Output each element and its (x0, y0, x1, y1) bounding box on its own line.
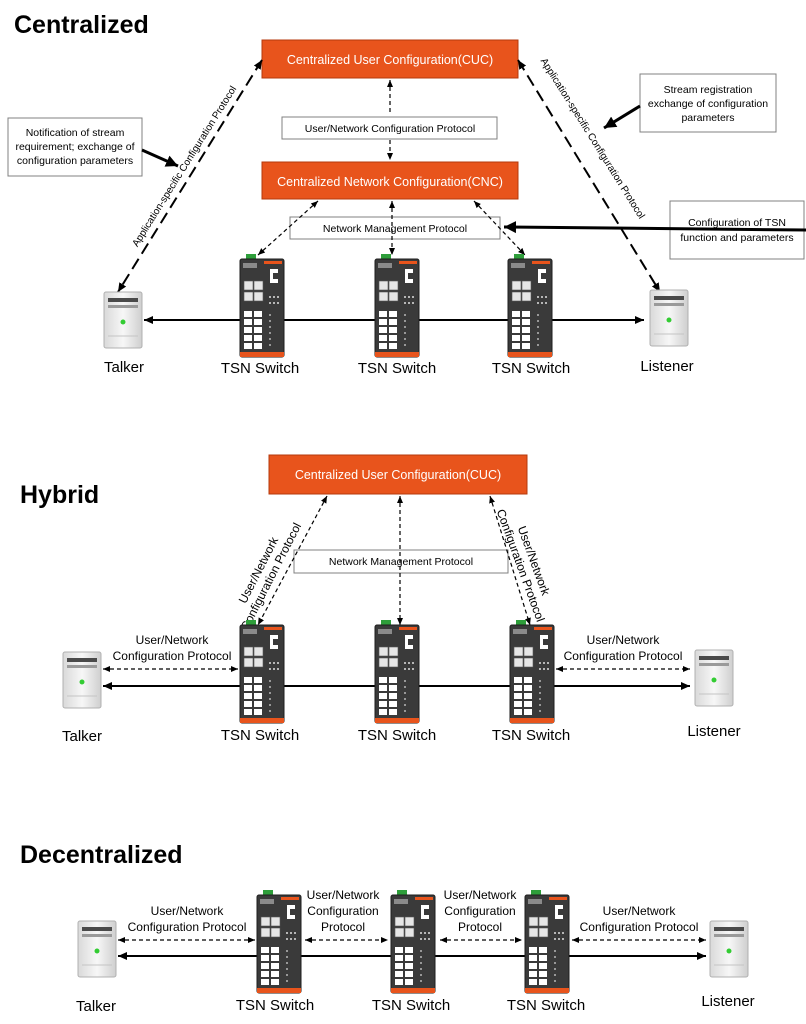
cnc-label: Centralized Network Configuration(CNC) (277, 175, 503, 189)
hybrid-switch-label-2: TSN Switch (358, 727, 436, 744)
note-tsn-line-1: Configuration of TSN (688, 217, 786, 229)
note-stream-registration: Stream registration exchange of configur… (639, 73, 777, 133)
centralized-tsn-switch-icon-1 (239, 253, 285, 358)
unc-protocol-box: User/Network Configuration Protocol (281, 116, 498, 140)
right-app-protocol-label: Application-specific Configuration Proto… (538, 56, 647, 221)
hybrid-listener-server-icon (694, 649, 734, 707)
dec-listener-server-icon (709, 920, 749, 978)
dec-tsn-switch-icon-2 (390, 889, 436, 994)
hybrid-cuc-label: Centralized User Configuration(CUC) (295, 468, 501, 482)
dec-link1-line-1: User/Network (151, 904, 225, 918)
dec-link4-line-1: User/Network (603, 904, 677, 918)
nmp-label: Network Management Protocol (323, 223, 467, 235)
dec-link1-line-2: Configuration Protocol (128, 920, 247, 934)
hybrid-talker-server-icon (62, 651, 102, 709)
dec-tsn-switch-icon-1 (256, 889, 302, 994)
hybrid-link-right-line-1: User/Network (587, 633, 661, 647)
hybrid-switch-label-1: TSN Switch (221, 727, 299, 744)
hybrid-cuc-switch3-dashed-arrow (489, 495, 531, 626)
centralized-switch-label-1: TSN Switch (221, 360, 299, 377)
centralized-talker-label: Talker (104, 359, 144, 376)
centralized-switch-label-3: TSN Switch (492, 360, 570, 377)
hybrid-section: Hybrid Centralized User Configuration(CU… (20, 454, 741, 745)
hybrid-link-left-line-1: User/Network (136, 633, 210, 647)
note-left-line-2: requirement; exchange of (15, 141, 134, 153)
note-left-line-3: configuration parameters (17, 155, 133, 167)
cuc-box: Centralized User Configuration(CUC) (261, 39, 519, 79)
hybrid-tsn-switch-icon-3 (509, 619, 555, 724)
centralized-tsn-switch-icon-2 (374, 253, 420, 358)
note-stream-requirement: Notification of stream requirement; exch… (7, 117, 143, 177)
left-app-protocol-label: Application-specific Configuration Proto… (131, 84, 240, 249)
dec-link2-line-2: Configuration (307, 904, 378, 918)
centralized-listener-server-icon (649, 289, 689, 347)
dec-link2-line-3: Protocol (321, 920, 365, 934)
note-tsn-pointer-arrow (503, 221, 806, 234)
note-left-pointer-arrow (141, 148, 179, 168)
dec-link4-line-2: Configuration Protocol (580, 920, 699, 934)
dec-switch-label-2: TSN Switch (372, 997, 450, 1014)
unc-protocol-label: User/Network Configuration Protocol (305, 123, 475, 135)
hybrid-nmp-box: Network Management Protocol (293, 549, 509, 574)
hybrid-switch-label-3: TSN Switch (492, 727, 570, 744)
cuc-label: Centralized User Configuration(CUC) (287, 53, 493, 67)
hybrid-left-diag-label: User/Network Configuration Protocol (236, 520, 304, 632)
dec-link3-line-1: User/Network (444, 888, 518, 902)
hybrid-talker-label: Talker (62, 728, 102, 745)
decentralized-section: Decentralized User/Network Configuration… (20, 841, 755, 1015)
centralized-tsn-switch-icon-3 (507, 253, 553, 358)
hybrid-cuc-switch1-dashed-arrow (257, 495, 328, 626)
dec-switch-label-1: TSN Switch (236, 997, 314, 1014)
cuc-talker-dashed-arrow (117, 59, 263, 293)
hybrid-link-right-line-2: Configuration Protocol (564, 649, 683, 663)
dec-link3-line-3: Protocol (458, 920, 502, 934)
centralized-listener-label: Listener (640, 358, 693, 375)
dec-link2-line-1: User/Network (307, 888, 381, 902)
note-left-line-1: Notification of stream (26, 127, 125, 139)
nmp-box: Network Management Protocol (289, 216, 501, 240)
note-tsn-line-2: function and parameters (680, 232, 793, 244)
hybrid-nmp-label: Network Management Protocol (329, 556, 473, 568)
note-right-pointer-arrow (603, 104, 641, 130)
dec-tsn-switch-icon-3 (524, 889, 570, 994)
centralized-talker-server-icon (103, 291, 143, 349)
centralized-section: Centralized Centralized User Configurati… (7, 11, 806, 377)
hybrid-heading: Hybrid (20, 481, 99, 509)
cnc-switch3-dashed-arrow (473, 200, 526, 256)
dec-link3-line-2: Configuration (444, 904, 515, 918)
hybrid-tsn-switch-icon-2 (374, 619, 420, 724)
dec-switch-label-3: TSN Switch (507, 997, 585, 1014)
cnc-box: Centralized Network Configuration(CNC) (261, 161, 519, 200)
centralized-switch-label-2: TSN Switch (358, 360, 436, 377)
centralized-heading: Centralized (14, 11, 149, 39)
dec-listener-label: Listener (701, 993, 754, 1010)
dec-talker-server-icon (77, 920, 117, 978)
hybrid-cuc-box: Centralized User Configuration(CUC) (268, 454, 528, 495)
hybrid-listener-label: Listener (687, 723, 740, 740)
cuc-listener-dashed-arrow (517, 59, 661, 293)
note-right-line-1: Stream registration (664, 84, 753, 96)
hybrid-link-left-line-2: Configuration Protocol (113, 649, 232, 663)
decentralized-heading: Decentralized (20, 841, 183, 869)
note-right-line-2: exchange of configuration (648, 98, 768, 110)
dec-talker-label: Talker (76, 998, 116, 1015)
hybrid-tsn-switch-icon-1 (239, 619, 285, 724)
note-right-line-3: parameters (681, 112, 734, 124)
